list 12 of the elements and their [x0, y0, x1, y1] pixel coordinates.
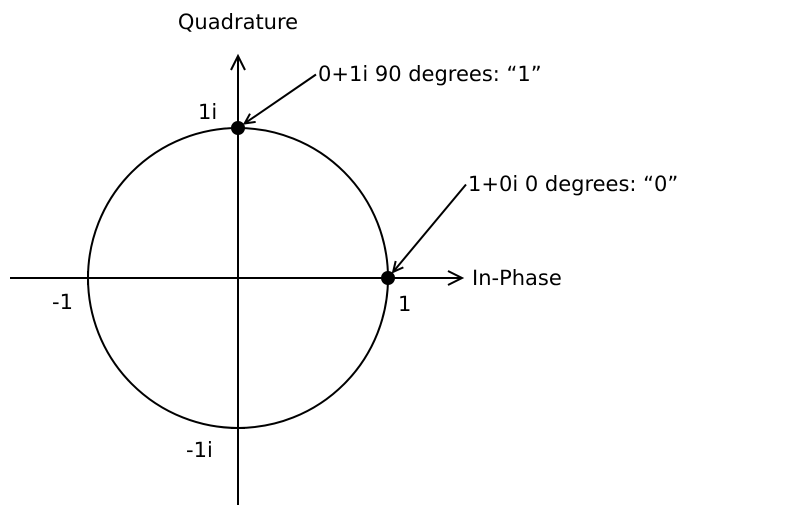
tick-label: 1i — [198, 100, 218, 126]
tick-label: 1 — [398, 292, 412, 318]
annotation-text: 1+0i 0 degrees: “0” — [468, 172, 678, 198]
leader-arrow — [392, 184, 467, 273]
constellation-point — [381, 271, 395, 285]
axis-label: Quadrature — [178, 10, 298, 36]
axis-label: In-Phase — [472, 266, 562, 292]
leader-arrow — [244, 74, 317, 124]
constellation-point — [231, 121, 245, 135]
tick-label: -1i — [186, 438, 213, 464]
tick-label: -1 — [52, 290, 73, 316]
annotation-text: 0+1i 90 degrees: “1” — [318, 62, 542, 88]
